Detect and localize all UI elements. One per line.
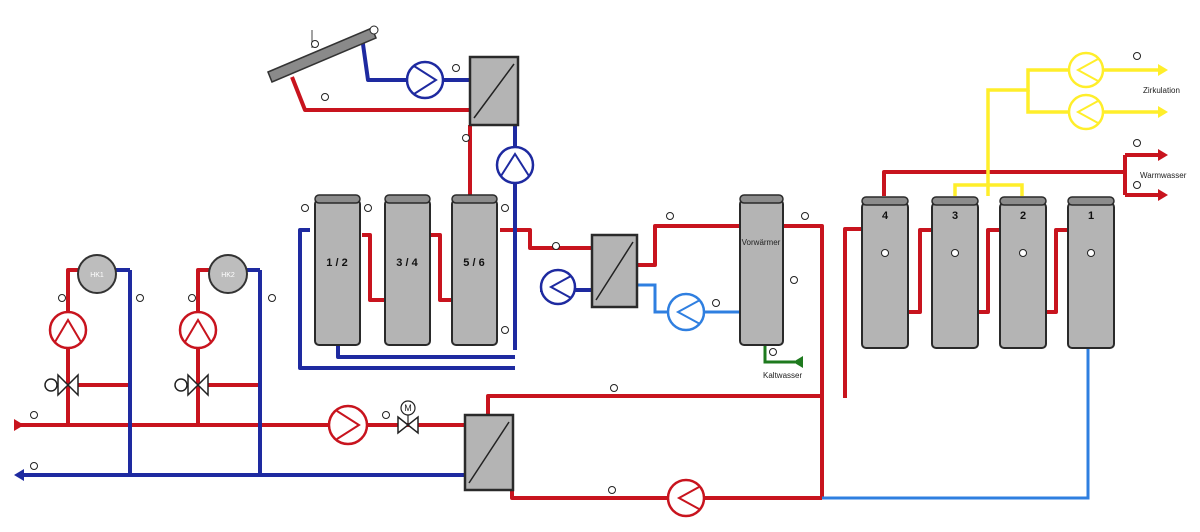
pump-return <box>666 478 706 518</box>
pump-solar <box>405 60 445 100</box>
dhw-tank-2: 2 <box>999 196 1047 349</box>
heat-exchanger-solar <box>468 55 520 127</box>
motor-valve-icon: M <box>397 400 419 435</box>
pump-solar-secondary <box>495 145 535 185</box>
hk1-label: HK1 <box>90 272 104 279</box>
heat-exchanger-main <box>463 413 515 492</box>
buffer-tank-5-6: 5 / 6 <box>451 194 498 346</box>
buffer-label-3-4: 3 / 4 <box>396 257 418 269</box>
pipes-circulation <box>953 68 1158 196</box>
hot-water-label: Warmwasser <box>1140 171 1187 180</box>
pump-preheater <box>666 292 706 332</box>
pump-hk1 <box>48 310 88 350</box>
three-way-valve-hk1 <box>44 373 79 397</box>
temperature-sensor-icon <box>30 52 1141 494</box>
hk2-label: HK2 <box>221 272 235 279</box>
dhw-tank-1: 1 <box>1067 196 1115 349</box>
dhw-label-2: 2 <box>1020 210 1026 222</box>
buffer-tank-1-2: 1 / 2 <box>314 194 361 346</box>
dhw-label-4: 4 <box>882 210 889 222</box>
pipes-hot <box>20 76 1158 500</box>
dhw-label-1: 1 <box>1088 210 1094 222</box>
preheater-tank: Vorwärmer <box>739 194 784 346</box>
pump-hk2 <box>178 310 218 350</box>
three-way-valve-hk2 <box>174 373 209 397</box>
buffer-tank-3-4: 3 / 4 <box>384 194 431 346</box>
dhw-label-3: 3 <box>952 210 958 222</box>
pump-main-supply <box>327 404 369 446</box>
circulation-label: Zirkulation <box>1143 86 1180 95</box>
buffer-label-1-2: 1 / 2 <box>326 257 347 269</box>
dhw-tank-4: 4 <box>861 196 909 349</box>
pump-buffer-discharge <box>539 268 577 306</box>
motor-label: M <box>404 403 412 413</box>
solar-collector-icon <box>267 25 379 83</box>
preheater-label: Vorwärmer <box>742 238 781 247</box>
heating-circuit-hk2: HK2 <box>208 254 248 294</box>
cold-water-label: Kaltwasser <box>763 371 802 380</box>
pump-circulation-1 <box>1067 51 1105 89</box>
dhw-tank-3: 3 <box>931 196 979 349</box>
heat-exchanger-buffer <box>590 233 639 309</box>
pump-circulation-2 <box>1067 93 1105 131</box>
heating-circuit-hk1: HK1 <box>77 254 117 294</box>
pipe-fresh-water <box>763 345 795 364</box>
flow-arrows <box>14 64 1168 481</box>
buffer-label-5-6: 5 / 6 <box>463 257 484 269</box>
